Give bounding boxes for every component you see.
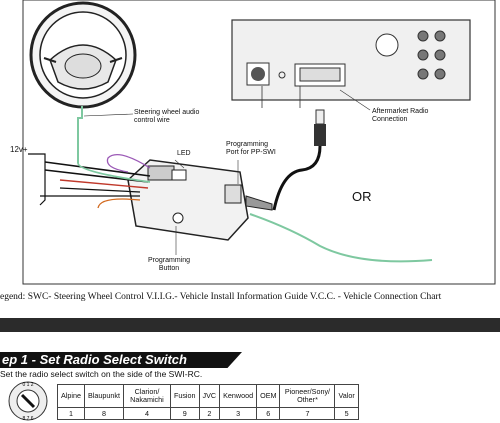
v12-label: 12v+ — [10, 145, 28, 154]
radio-select-table: Alpine Blaupunkt Clarion/ Nakamichi Fusi… — [57, 384, 359, 420]
swi-rc-module-icon — [127, 159, 273, 241]
table-cell: 9 — [169, 407, 200, 420]
aftermarket-radio-icon — [231, 19, 471, 101]
table-cell: 3 — [219, 407, 258, 420]
audio-jack-icon — [314, 109, 326, 146]
table-header-cell: Blaupunkt — [83, 384, 124, 408]
programming-button-label: Programming Button — [147, 257, 190, 272]
legend-text: egend: SWC- Steering Wheel Control V.I.I… — [0, 292, 442, 302]
or-label: OR — [352, 189, 372, 204]
table-cell: 2 — [198, 407, 221, 420]
svg-text:8 7 6: 8 7 6 — [22, 416, 33, 422]
section-divider — [0, 318, 500, 332]
table-cell: 8 — [83, 407, 124, 420]
steering-wheel-icon — [29, 1, 137, 109]
table-header-cell: JVC — [198, 384, 221, 408]
aftermarket-radio-label: Aftermarket Radio Connection — [372, 108, 429, 123]
table-header-cell: Kenwood — [219, 384, 258, 408]
table-row: 1 8 4 9 2 3 6 7 5 — [57, 407, 359, 420]
table-cell: 6 — [256, 407, 281, 420]
table-header-cell: OEM — [256, 384, 281, 408]
table-cell: 4 — [122, 407, 171, 420]
step-instruction: Set the radio select switch on the side … — [0, 369, 203, 379]
table-cell: 5 — [334, 407, 359, 420]
step-title: ep 1 - Set Radio Select Switch — [0, 352, 242, 368]
wiring-diagram — [22, 0, 496, 285]
svg-text:0 1 2: 0 1 2 — [22, 382, 33, 388]
led-label: LED — [177, 150, 191, 157]
rotary-switch-icon: 0 1 2 8 7 6 — [8, 381, 48, 422]
table-header-cell: Pioneer/Sony/ Other* — [279, 384, 336, 408]
table-header-cell: Fusion — [169, 384, 200, 408]
table-header-row: Alpine Blaupunkt Clarion/ Nakamichi Fusi… — [57, 384, 359, 408]
programming-port-label: Programming Port for PP-SWI — [226, 141, 276, 156]
table-cell: 7 — [279, 407, 336, 420]
table-header-cell: Alpine — [57, 384, 85, 408]
table-header-cell: Clarion/ Nakamichi — [122, 384, 171, 408]
table-header-cell: Valor — [334, 384, 359, 408]
steering-wire-label: Steering wheel audio control wire — [134, 109, 200, 124]
table-cell: 1 — [57, 407, 85, 420]
